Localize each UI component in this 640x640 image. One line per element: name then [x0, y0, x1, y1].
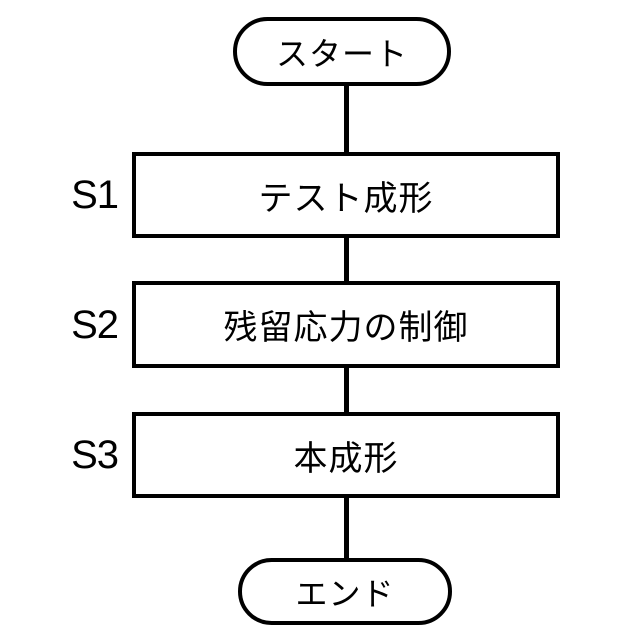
connector-s1-to-s2 [344, 236, 349, 283]
step-id-s2: S2 [71, 303, 119, 347]
end-terminal: エンド [238, 558, 452, 625]
process-box-s3: 本成形 [132, 412, 560, 498]
process-box-s1-label: テスト成形 [258, 179, 434, 218]
end-terminal-label: エンド [295, 575, 395, 612]
start-terminal-label: スタート [275, 35, 408, 72]
step-id-s3: S3 [71, 433, 119, 477]
connector-s3-to-end [344, 496, 349, 561]
process-box-s1: テスト成形 [132, 152, 560, 238]
start-terminal: スタート [233, 17, 451, 86]
process-box-s2-label: 残留応力の制御 [223, 309, 469, 347]
connector-s2-to-s3 [344, 366, 349, 414]
step-id-s1: S1 [71, 173, 119, 217]
process-box-s3-label: 本成形 [293, 439, 399, 478]
process-box-s2: 残留応力の制御 [132, 281, 560, 368]
connector-start-to-s1 [344, 84, 349, 154]
